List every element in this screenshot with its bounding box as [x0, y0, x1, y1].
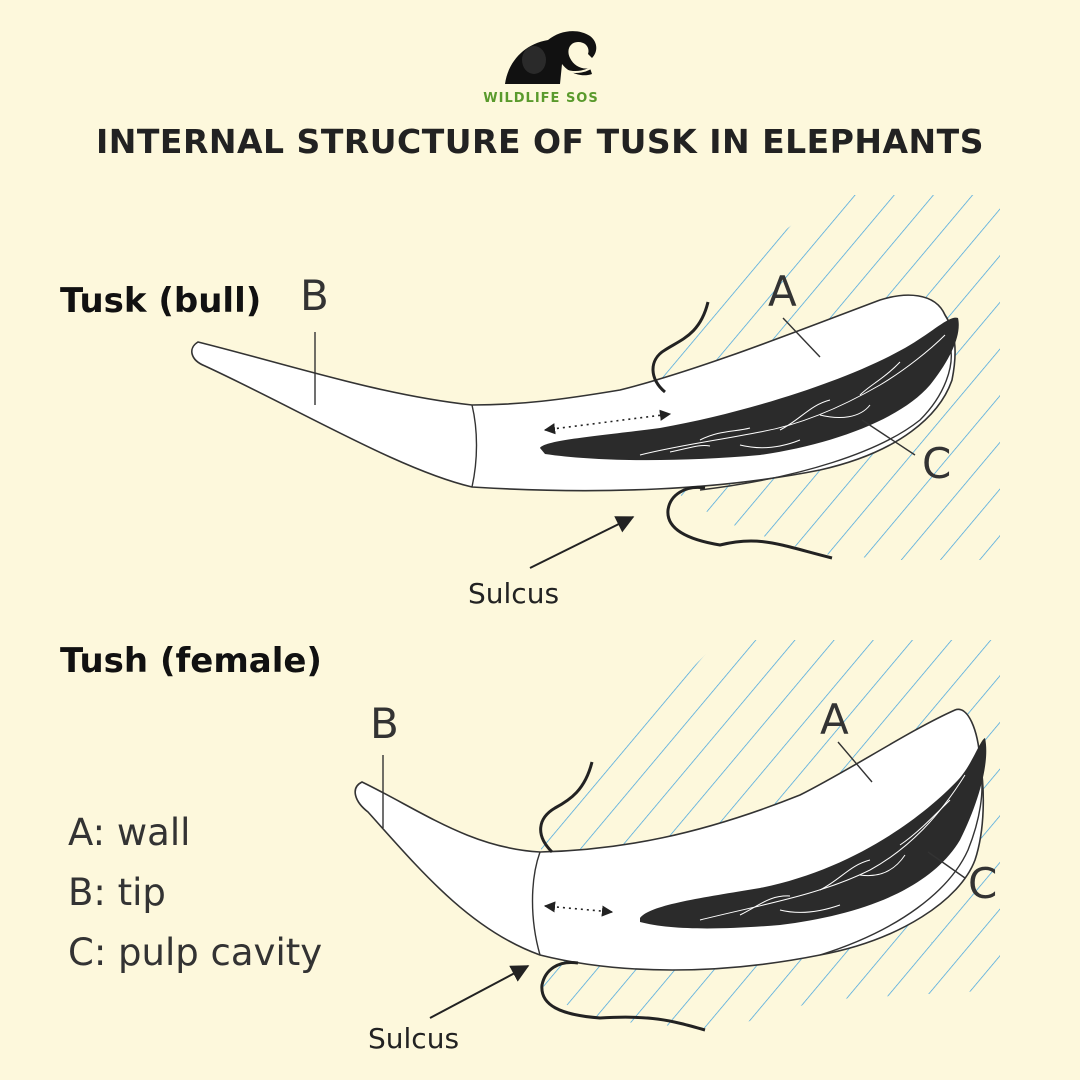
bull-label-b: B [300, 271, 329, 320]
female-heading: Tush (female) [60, 641, 322, 681]
legend-item-b: B: tip [68, 871, 166, 914]
legend-item-c: C: pulp cavity [68, 931, 322, 974]
bull-label-c: C [922, 439, 951, 488]
bull-label-a: A [768, 267, 797, 316]
brand-name: WILDLIFE SOS [483, 91, 598, 106]
logo: WILDLIFE SOS [483, 31, 598, 106]
female-label-c: C [968, 859, 997, 908]
female-gum-lower [540, 960, 706, 1032]
bull-pulp-cavity [540, 317, 959, 461]
female-pulp-cavity [640, 738, 987, 929]
female-gum-upper [539, 761, 594, 854]
legend: A: wall B: tip C: pulp cavity [68, 811, 322, 974]
legend-item-a: A: wall [68, 811, 190, 854]
page-title: INTERNAL STRUCTURE OF TUSK IN ELEPHANTS [96, 122, 984, 161]
female-label-a: A [820, 695, 849, 744]
female-label-b: B [370, 699, 399, 748]
elephant-icon [505, 31, 597, 84]
bull-gum-upper [651, 301, 710, 394]
female-nerves [699, 774, 966, 921]
bull-tusk-figure [191, 195, 1000, 569]
bull-sulcus-label: Sulcus [468, 577, 559, 610]
female-tush-figure [354, 640, 1000, 1032]
bull-heading: Tusk (bull) [60, 281, 261, 321]
bull-nerves [639, 334, 946, 456]
female-sulcus-label: Sulcus [368, 1022, 459, 1055]
bull-gum-lower [666, 485, 833, 560]
